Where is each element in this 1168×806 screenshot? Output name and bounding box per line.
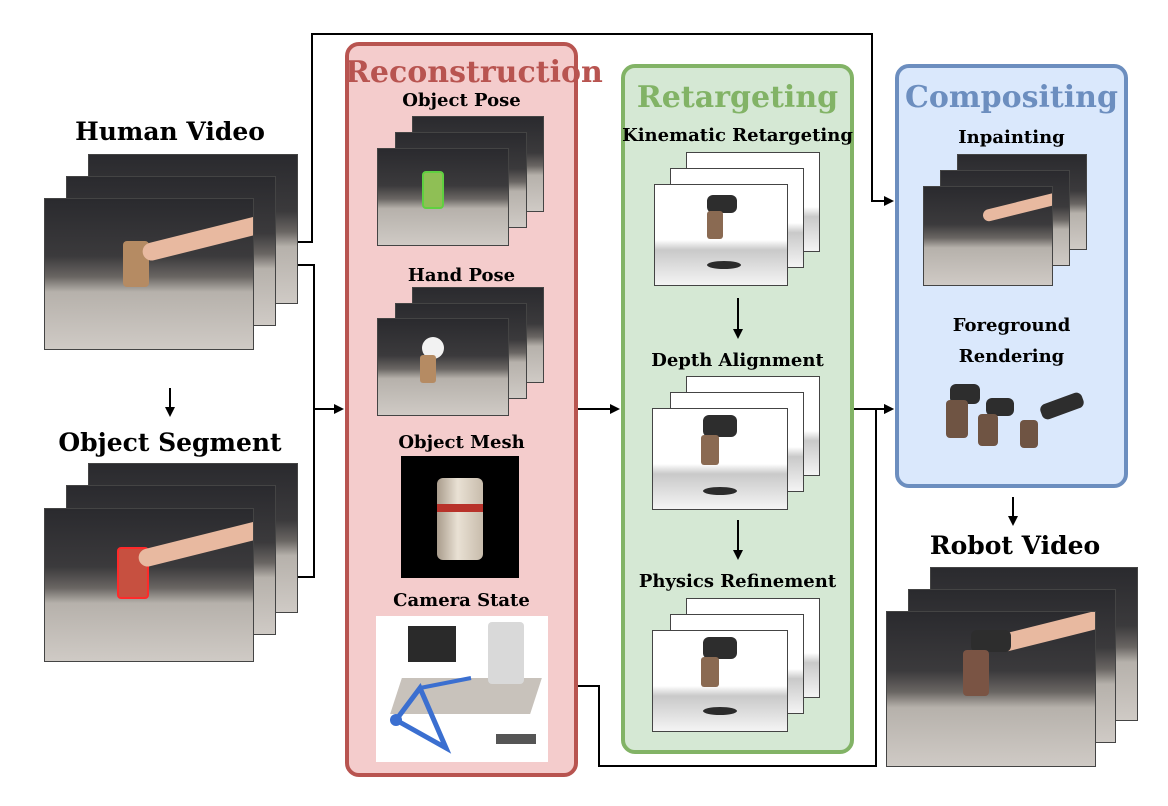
object-pose-frame-front bbox=[377, 148, 509, 246]
mesh-cup-band bbox=[437, 504, 483, 512]
cup-2 bbox=[978, 414, 998, 446]
physics-refinement-label: Physics Refinement bbox=[638, 571, 837, 592]
hand-mesh bbox=[422, 337, 444, 359]
human-video-label: Human Video bbox=[75, 117, 265, 146]
kinematic-retargeting-label: Kinematic Retargeting bbox=[622, 125, 853, 146]
camera-frustum-icon bbox=[390, 676, 536, 754]
depth-frame-front bbox=[652, 408, 788, 510]
shadow bbox=[707, 261, 741, 269]
compositing-title: Compositing bbox=[905, 80, 1118, 115]
inpainting-frame-front bbox=[923, 186, 1053, 286]
object-mesh-label: Object Mesh bbox=[398, 432, 525, 453]
hand-pose-frame-front bbox=[377, 318, 509, 416]
retargeting-title: Retargeting bbox=[636, 80, 839, 115]
cup bbox=[420, 355, 436, 383]
human-video-frame-front bbox=[44, 198, 254, 350]
pointcloud-chair bbox=[488, 622, 524, 684]
robot-hand bbox=[703, 415, 737, 437]
segmented-cup bbox=[117, 547, 149, 599]
depth-alignment-label: Depth Alignment bbox=[651, 350, 824, 371]
line-human-to-recon bbox=[298, 264, 315, 409]
robot-video-frame-front bbox=[886, 611, 1096, 767]
robot-hand-2 bbox=[986, 398, 1014, 416]
cup bbox=[701, 435, 719, 465]
arm bbox=[140, 213, 253, 263]
arm bbox=[136, 519, 253, 569]
object-pose-label: Object Pose bbox=[402, 90, 521, 111]
cup bbox=[701, 657, 719, 687]
object-segment-label: Object Segment bbox=[58, 428, 282, 457]
robot-hand-1 bbox=[950, 384, 980, 404]
physics-frame-front bbox=[652, 630, 788, 732]
mesh-cup bbox=[437, 478, 483, 560]
cup bbox=[963, 650, 989, 696]
shadow bbox=[703, 707, 737, 715]
object-mesh-image bbox=[401, 456, 519, 578]
pointcloud-monitor bbox=[408, 626, 456, 662]
rendering-label: Rendering bbox=[958, 346, 1065, 367]
robot-hand bbox=[971, 630, 1011, 652]
camera-state-label: Camera State bbox=[393, 590, 530, 611]
cup-3 bbox=[1020, 420, 1038, 448]
object-segment-frame-front bbox=[44, 508, 254, 662]
cup-1 bbox=[946, 400, 968, 438]
cup bbox=[707, 211, 723, 239]
foreground-label: Foreground bbox=[952, 315, 1071, 336]
kinematic-frame-front bbox=[654, 184, 788, 286]
arm bbox=[996, 612, 1095, 654]
line-segment-to-recon bbox=[298, 409, 315, 578]
reconstruction-title: Reconstruction bbox=[345, 55, 603, 90]
arm bbox=[981, 191, 1052, 223]
camera-state-image bbox=[376, 616, 548, 762]
cup-pose-overlay bbox=[422, 171, 444, 209]
hand-pose-label: Hand Pose bbox=[407, 265, 516, 286]
robot-hand bbox=[703, 637, 737, 659]
inpainting-label: Inpainting bbox=[958, 127, 1065, 148]
shadow bbox=[703, 487, 737, 495]
robot-video-label: Robot Video bbox=[929, 531, 1101, 560]
